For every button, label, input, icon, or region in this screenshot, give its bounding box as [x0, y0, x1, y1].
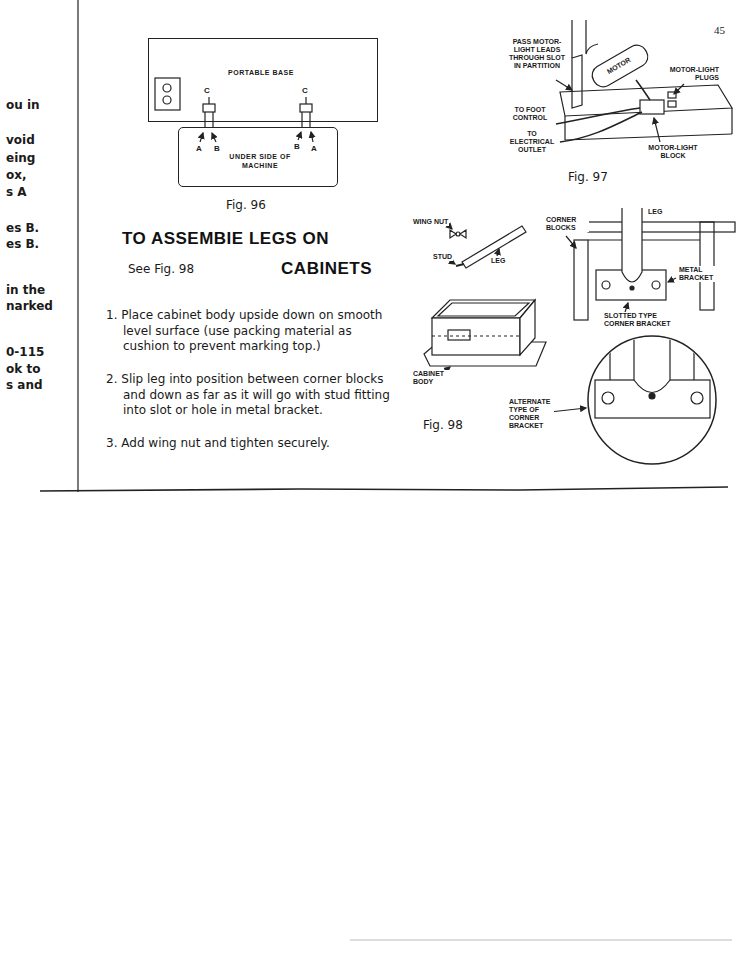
callout-label: WING NUT — [412, 218, 449, 226]
callout-label: SLOTTED TYPE CORNER BRACKET — [603, 312, 687, 328]
callout-letter: C — [302, 86, 308, 95]
instruction-step: 3. Add wing nut and tighten securely. — [106, 436, 395, 452]
instruction-step: 2. Slip leg into position between corner… — [106, 372, 395, 419]
callout-letter: B — [294, 142, 300, 151]
callout-label: MOTOR-LIGHT PLUGS — [664, 66, 720, 82]
callout-label: ALTERNATE TYPE OF CORNER BRACKET — [508, 398, 554, 430]
callout-label: LEG — [490, 257, 506, 265]
callout-label: CORNER BLOCKS — [545, 216, 589, 232]
cut-margin-text: in the — [6, 283, 45, 297]
cut-margin-text: s A — [6, 185, 27, 199]
cut-margin-text: es B. — [6, 221, 39, 235]
portable-base-outline: PORTABLE BASE — [148, 38, 378, 122]
cut-margin-text: 0-115 — [6, 345, 44, 359]
instruction-step: 1. Place cabinet body upside down on smo… — [106, 308, 395, 355]
cut-margin-text: eing — [6, 151, 35, 165]
callout-letter: A — [196, 144, 202, 153]
callout-label: TO FOOT CONTROL — [510, 106, 550, 122]
cut-margin-text: ox, — [6, 168, 27, 182]
callout-letter: A — [311, 144, 317, 153]
callout-letter: B — [214, 144, 220, 153]
page-number: 45 — [714, 24, 725, 36]
callout-letter: C — [204, 86, 210, 95]
see-figure-note: See Fig. 98 — [128, 262, 194, 276]
callout-label: METAL BRACKET — [678, 266, 720, 282]
callout-label: CABINET BODY — [412, 370, 452, 386]
cut-margin-text: void — [6, 133, 35, 147]
cut-margin-text: ok to — [6, 362, 40, 376]
figure-caption: Fig. 97 — [568, 170, 608, 184]
callout-label: PASS MOTOR-LIGHT LEADS THROUGH SLOT IN P… — [505, 38, 569, 70]
node-label: UNDER SIDE OF MACHINE — [224, 152, 296, 170]
callout-label: MOTOR-LIGHT BLOCK — [644, 144, 702, 160]
figure-caption: Fig. 98 — [423, 418, 463, 432]
cut-margin-text: s and — [6, 378, 43, 392]
machine-underside-outline: UNDER SIDE OF MACHINE — [178, 127, 338, 187]
cut-margin-text: es B. — [6, 237, 39, 251]
cut-margin-text: narked — [6, 299, 53, 313]
cut-margin-text: ou in — [6, 98, 40, 112]
callout-label: TO ELECTRICAL OUTLET — [506, 130, 558, 154]
callout-label: STUD — [432, 253, 453, 261]
figure-caption: Fig. 96 — [226, 198, 266, 212]
callout-label: LEG — [647, 208, 663, 216]
node-label: PORTABLE BASE — [221, 68, 301, 77]
